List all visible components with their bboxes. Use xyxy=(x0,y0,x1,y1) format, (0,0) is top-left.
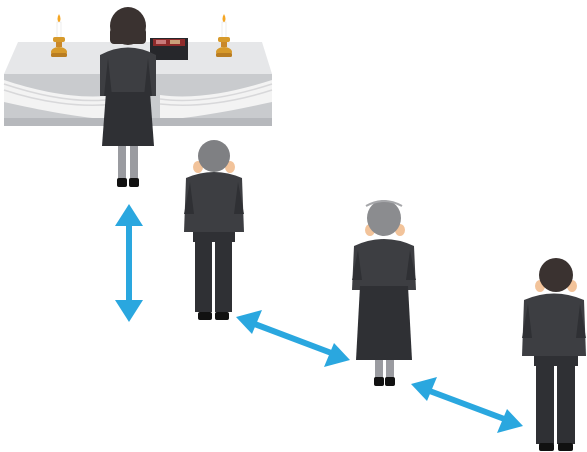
incense-box-icon xyxy=(150,38,188,60)
mourner-icon xyxy=(100,7,156,187)
mourner-icon xyxy=(352,200,416,386)
double-arrow-icon xyxy=(115,204,143,322)
candle-icon xyxy=(51,14,67,57)
double-arrow-icon xyxy=(236,310,350,367)
candle-icon xyxy=(216,14,232,57)
mourner-icon xyxy=(184,140,244,320)
mourner-icon xyxy=(522,258,586,451)
double-arrow-icon xyxy=(411,377,523,433)
